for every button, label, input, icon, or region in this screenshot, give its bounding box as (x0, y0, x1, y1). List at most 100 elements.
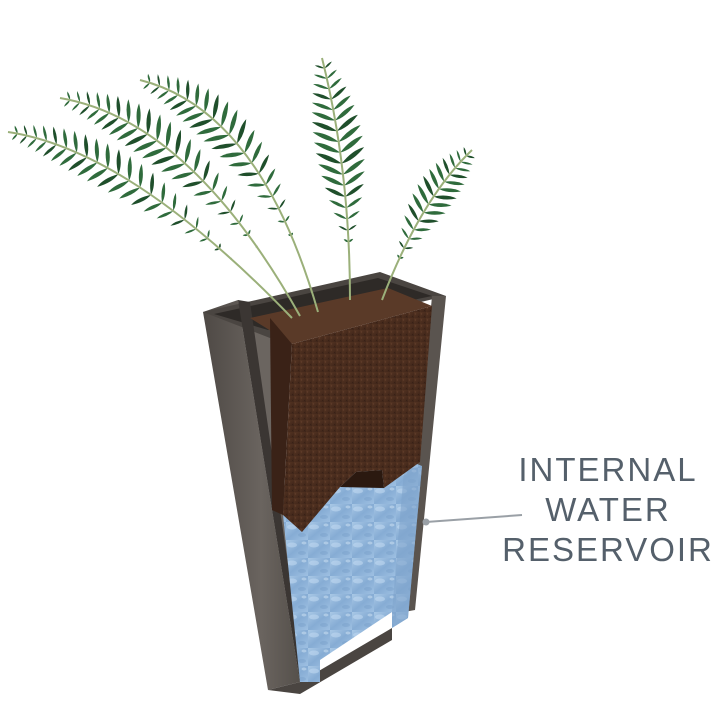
fern-leaflet (86, 168, 108, 182)
fern-leaflet (237, 172, 259, 177)
fern-leaflet (345, 184, 364, 197)
fern-leaflet (157, 90, 170, 100)
fern-leaflet (108, 122, 129, 135)
fern-leaflet (244, 129, 255, 153)
fern-stem (7, 131, 293, 319)
fern-leaflet (219, 152, 245, 158)
fern-leaflet (398, 240, 405, 249)
fern-leaflet (311, 122, 337, 132)
fern-leaflet (186, 79, 190, 100)
fern-leaflet (107, 180, 130, 193)
fern-stem (139, 79, 319, 313)
fern-leaflet (151, 155, 176, 165)
fern-leaflet (143, 82, 150, 90)
fern-leaflet (86, 91, 91, 106)
fern-leaflet (142, 147, 167, 159)
fern-leaflet (278, 199, 286, 209)
fern-leaflet (211, 143, 237, 150)
fern-leaflet (205, 201, 222, 205)
fern-leaflet (463, 147, 467, 156)
fern-leaflet (84, 134, 89, 158)
fern-leaflet (272, 183, 281, 197)
fern-leaflet (246, 183, 266, 187)
fern-leaflet (59, 152, 77, 166)
fern-leaflet (167, 75, 170, 91)
fern-leaflet (408, 203, 419, 221)
fern-leaflet (199, 238, 208, 242)
water-reservoir (283, 462, 422, 682)
fern-leaflet (329, 77, 342, 89)
fern-leaflet (324, 187, 346, 197)
fern-leaflet (157, 74, 160, 87)
fern-frond (7, 125, 293, 319)
fern-leaflet (126, 99, 131, 123)
fern-leaflet (14, 125, 18, 134)
fern-leaflet (195, 83, 200, 106)
fern-leaflet (169, 99, 188, 111)
fern-leaflet (97, 174, 119, 187)
fern-leaflet (212, 172, 219, 191)
fern-leaflet (35, 141, 47, 153)
fern-leaflet (163, 94, 179, 105)
label-line-3: RESERVOIR (502, 531, 714, 568)
fern-leaflet (170, 219, 185, 226)
fern-leaflet (267, 207, 279, 210)
fern-leaflet (212, 94, 219, 120)
fern-leaflet (338, 225, 348, 231)
soil-insert (250, 288, 432, 532)
fern-leaflet (203, 134, 230, 142)
fern-leaflet (417, 184, 429, 205)
fern-frond (139, 73, 319, 313)
fern-leaflet (138, 163, 143, 188)
fern-leaflet (348, 238, 354, 242)
fern-leaflet (230, 199, 236, 212)
fern-leaflet (133, 140, 158, 152)
fern-leaflet (119, 187, 140, 199)
fern-leaflet (311, 112, 336, 121)
fern-leaflet (442, 157, 450, 175)
fern-leaflet (333, 212, 348, 220)
fern-leaflet (150, 86, 160, 95)
fern-leaflet (116, 128, 139, 141)
fern-leaflet (161, 163, 185, 172)
fern-leaflet (343, 158, 365, 175)
fern-leaflet (335, 104, 355, 121)
fern-leaflet (33, 125, 37, 139)
fern-leaflet (248, 229, 251, 235)
label-line-2: WATER (545, 491, 671, 528)
fern-leaflet (136, 103, 141, 129)
fern-leaflet (193, 190, 213, 196)
fern-leaflet (433, 195, 457, 200)
fern-leaflet (333, 95, 351, 110)
fern-leaflet (176, 77, 180, 95)
fern-leaflet (404, 247, 414, 250)
fern-leaflet (221, 101, 229, 127)
fern-leaflet (228, 162, 252, 167)
fern-leaflet (343, 239, 349, 243)
fern-leaflet (229, 109, 238, 135)
fern-leaflet (147, 73, 151, 83)
fern-leaflet (184, 204, 188, 220)
fern-leaflet (176, 105, 197, 116)
fern-leaflet (182, 181, 204, 188)
fern-leaflet (346, 197, 363, 208)
fern-leaflet (435, 162, 445, 182)
fern-frond (59, 91, 301, 317)
fern-leaflet (314, 65, 325, 69)
fern-leaflet (96, 92, 101, 109)
fern-leaflet (175, 129, 182, 156)
fern-leaflet (285, 215, 290, 222)
fern-leaflet (460, 161, 473, 165)
fern-leaflet (412, 193, 424, 213)
fern-leaflet (455, 167, 471, 172)
fern-leaflet (63, 128, 68, 149)
fern-leaflet (423, 175, 434, 197)
fern-leaflet (146, 108, 151, 135)
fern-leaflet (86, 108, 100, 120)
fern-leaflet (438, 188, 461, 193)
fern-leaflet (150, 172, 155, 195)
fern-leaflet (131, 194, 151, 205)
fern-leaflet (312, 93, 332, 100)
fern-leaflet (449, 174, 468, 179)
